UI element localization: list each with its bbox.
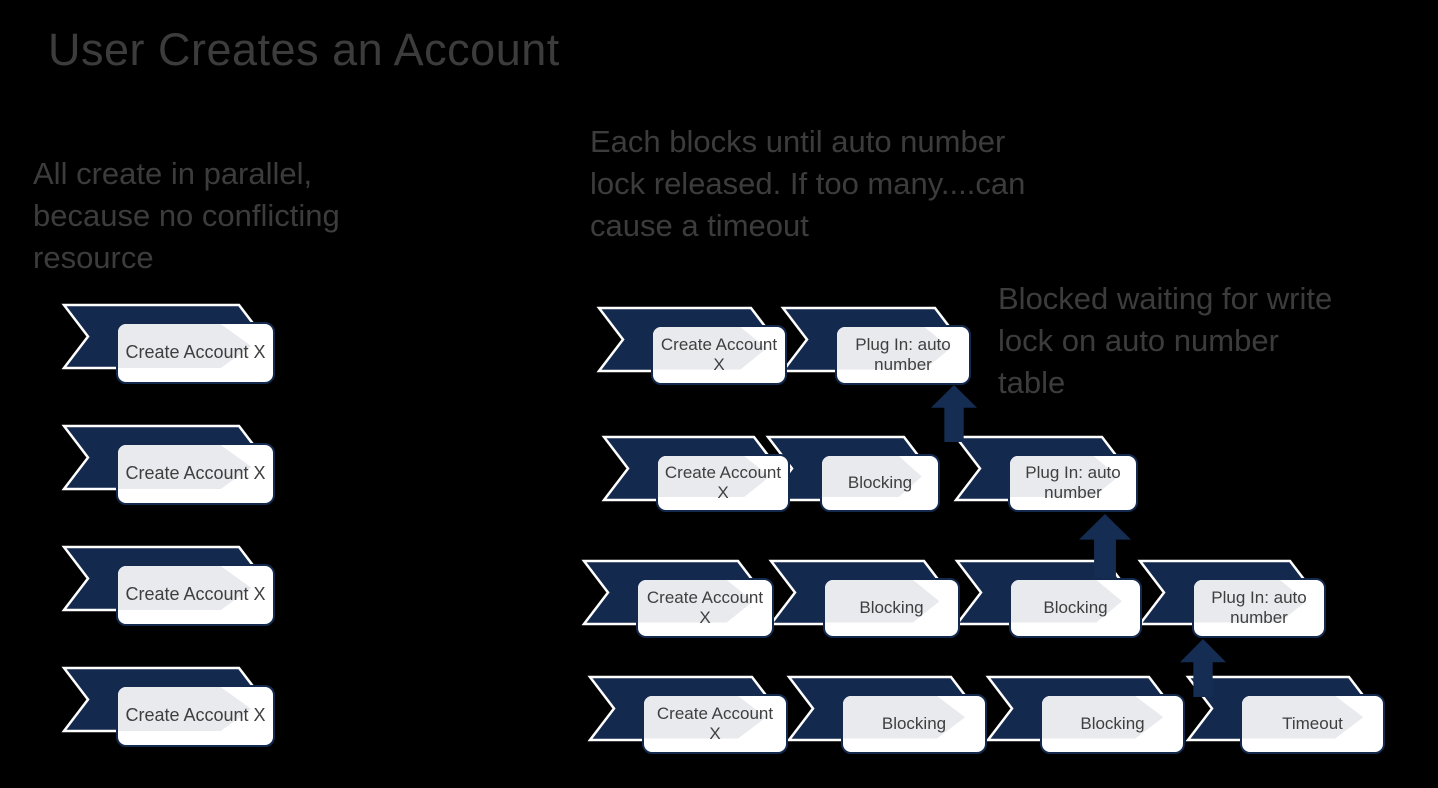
step-box: Create Account X bbox=[116, 322, 275, 384]
step-label: Create Account X bbox=[125, 584, 266, 605]
step-box: Timeout bbox=[1240, 694, 1385, 754]
inner-chevron-accent bbox=[843, 696, 966, 739]
step-label: Create Account X bbox=[125, 705, 266, 726]
step-box: Plug In: auto number bbox=[835, 325, 971, 385]
step-label: Create Account X bbox=[646, 587, 764, 627]
step-box: Plug In: auto number bbox=[1008, 454, 1138, 512]
step-label: Blocking bbox=[1080, 713, 1145, 733]
step-label: Plug In: auto number bbox=[1025, 462, 1121, 502]
inner-chevron-accent bbox=[837, 327, 951, 370]
step-label: Blocking bbox=[881, 713, 947, 733]
inner-chevron-accent bbox=[1010, 456, 1119, 498]
slide-title: User Creates an Account bbox=[48, 24, 560, 75]
inner-chevron-accent bbox=[1042, 696, 1164, 739]
step-label: Timeout bbox=[1282, 713, 1343, 733]
step-label: Create Account X bbox=[656, 703, 774, 743]
step-box: Create Account X bbox=[656, 454, 790, 512]
step-label: Blocking bbox=[1043, 597, 1108, 617]
inner-chevron-accent bbox=[638, 580, 754, 623]
left-note: All create in parallel, because no confl… bbox=[33, 156, 340, 275]
step-label: Plug In: auto number bbox=[855, 334, 951, 374]
inner-chevron-accent bbox=[118, 566, 252, 611]
step-label: Blocking bbox=[859, 597, 924, 617]
blocked-note: Blocked waiting for write lock on auto n… bbox=[998, 281, 1333, 400]
right-note: Each blocks until auto number lock relea… bbox=[590, 124, 1026, 243]
step-box: Blocking bbox=[820, 454, 940, 512]
step-box: Create Account X bbox=[116, 685, 275, 747]
step-box: Blocking bbox=[1040, 694, 1185, 754]
inner-chevron-accent bbox=[644, 696, 767, 739]
step-box: Create Account X bbox=[642, 694, 788, 754]
step-label: Create Account X bbox=[125, 463, 266, 484]
step-box: Blocking bbox=[1009, 578, 1142, 638]
inner-chevron-accent bbox=[825, 580, 940, 623]
step-label: Create Account X bbox=[660, 334, 778, 374]
step-label: Plug In: auto number bbox=[1211, 587, 1307, 627]
inner-chevron-accent bbox=[658, 456, 770, 498]
inner-chevron-accent bbox=[822, 456, 922, 498]
step-box: Create Account X bbox=[116, 443, 275, 505]
inner-chevron-accent bbox=[1011, 580, 1122, 623]
step-box: Create Account X bbox=[116, 564, 275, 626]
inner-chevron-accent bbox=[118, 687, 252, 732]
step-label: Create Account X bbox=[125, 342, 266, 363]
step-box: Blocking bbox=[823, 578, 960, 638]
inner-chevron-accent bbox=[118, 445, 252, 490]
step-box: Create Account X bbox=[636, 578, 774, 638]
step-box: Create Account X bbox=[651, 325, 787, 385]
step-box: Plug In: auto number bbox=[1192, 578, 1326, 638]
inner-chevron-accent bbox=[118, 324, 252, 369]
inner-chevron-accent bbox=[1194, 580, 1306, 623]
step-label: Blocking bbox=[847, 472, 913, 492]
step-box: Blocking bbox=[841, 694, 987, 754]
step-label: Create Account X bbox=[664, 462, 782, 502]
inner-chevron-accent bbox=[1242, 696, 1364, 739]
inner-chevron-accent bbox=[653, 327, 767, 370]
